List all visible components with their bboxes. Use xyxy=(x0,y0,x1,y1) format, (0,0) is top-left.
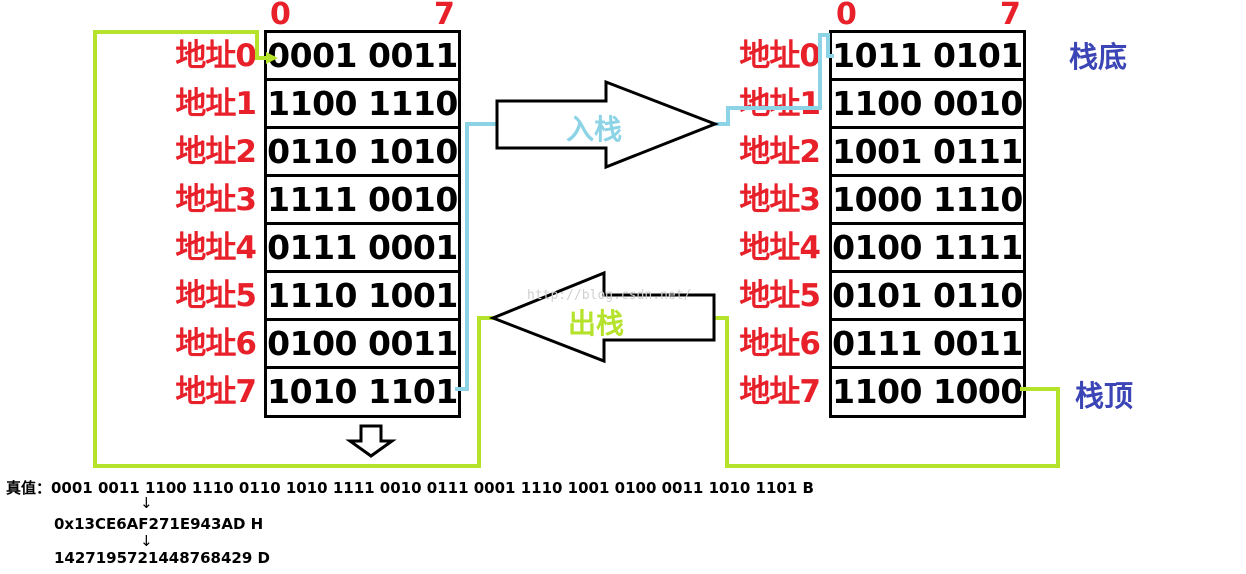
push-path-line-right xyxy=(715,33,834,126)
address-label: 地址5 xyxy=(739,278,821,314)
left-memory-stack: 0001 0011 1100 1110 0110 1010 1111 0010 … xyxy=(264,30,461,418)
address-label: 地址0 xyxy=(739,38,821,74)
right-address-column: 地址0 地址1 地址2 地址3 地址4 地址5 地址6 地址7 xyxy=(710,32,821,416)
memory-cell: 0100 0011 xyxy=(267,321,458,369)
address-label: 地址3 xyxy=(739,182,821,218)
address-label: 地址4 xyxy=(739,230,821,266)
memory-cell: 1010 1101 xyxy=(267,372,458,411)
right-memory-stack: 1011 0101 1100 0010 1001 0111 1000 1110 … xyxy=(829,30,1026,418)
memory-cell: 1100 0010 xyxy=(832,81,1023,129)
memory-cell: 1110 1001 xyxy=(267,273,458,321)
memory-cell: 1111 0010 xyxy=(267,177,458,225)
address-label: 地址3 xyxy=(175,182,257,218)
address-label: 地址6 xyxy=(175,326,257,362)
memory-cell: 0100 1111 xyxy=(832,225,1023,273)
address-label: 地址1 xyxy=(175,86,257,122)
right-bit-end-label: 7 xyxy=(1000,0,1021,32)
address-label: 地址2 xyxy=(739,134,821,170)
address-label: 地址5 xyxy=(175,278,257,314)
address-label: 地址7 xyxy=(175,374,257,410)
down-arrow-text-icon: ↓ xyxy=(140,532,153,550)
readout-arrowhead-icon xyxy=(266,52,278,64)
left-bit-start-label: 0 xyxy=(270,0,291,32)
push-label: 入栈 xyxy=(566,113,623,146)
pop-label: 出栈 xyxy=(568,307,625,340)
memory-cell: 0101 0110 xyxy=(832,273,1023,321)
memory-cell: 0001 0011 xyxy=(267,33,458,81)
memory-cell: 0110 1010 xyxy=(267,129,458,177)
address-label: 地址2 xyxy=(175,134,257,170)
readout-path-line xyxy=(93,30,493,468)
address-label: 地址4 xyxy=(175,230,257,266)
push-arrow-icon xyxy=(495,79,720,170)
address-label: 地址0 xyxy=(175,38,257,74)
down-arrow-text-icon: ↓ xyxy=(140,494,153,512)
memory-cell: 1001 0111 xyxy=(832,129,1023,177)
memory-cell: 0111 0001 xyxy=(267,225,458,273)
true-value-binary: 真值：0001 0011 1100 1110 0110 1010 1111 00… xyxy=(6,479,814,497)
down-arrow-icon xyxy=(345,424,397,458)
address-label: 地址7 xyxy=(739,374,821,410)
address-label: 地址6 xyxy=(739,326,821,362)
pop-arrow-icon xyxy=(488,270,716,364)
push-path-line xyxy=(455,122,497,391)
memory-cell: 1000 1110 xyxy=(832,177,1023,225)
stack-bottom-label: 栈底 xyxy=(1069,40,1128,74)
address-label: 地址1 xyxy=(739,86,821,122)
memory-cell: 1100 1000 xyxy=(832,372,1023,411)
watermark-text: http://blog.csdn.net/ xyxy=(527,288,692,303)
pop-path-line xyxy=(714,316,1060,468)
memory-cell: 1011 0101 xyxy=(832,33,1023,81)
memory-cell: 1100 1110 xyxy=(267,81,458,129)
right-bit-start-label: 0 xyxy=(836,0,857,32)
left-address-column: 地址0 地址1 地址2 地址3 地址4 地址5 地址6 地址7 xyxy=(146,32,257,416)
true-value-decimal: 1427195721448768429 D xyxy=(54,549,270,567)
stack-top-label: 栈顶 xyxy=(1075,379,1134,413)
true-value-hex: 0x13CE6AF271E943AD H xyxy=(54,515,264,533)
left-bit-end-label: 7 xyxy=(434,0,455,32)
memory-cell: 0111 0011 xyxy=(832,321,1023,369)
